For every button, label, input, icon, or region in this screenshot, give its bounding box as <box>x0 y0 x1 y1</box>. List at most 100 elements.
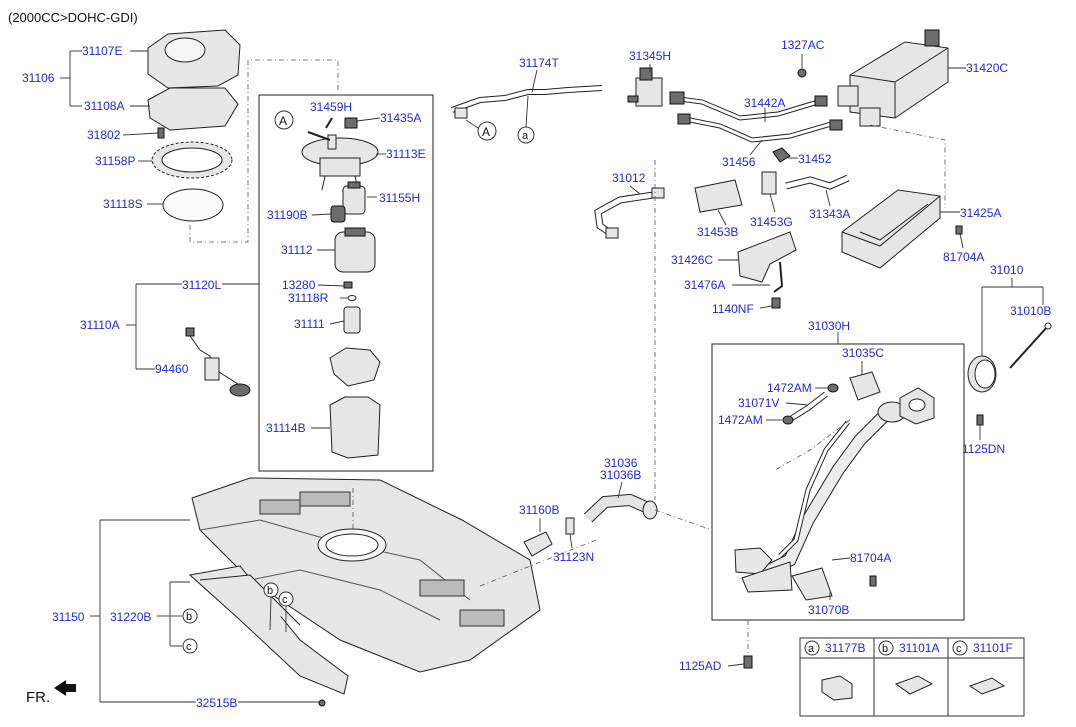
vapor-hose-31012[interactable] <box>594 187 665 239</box>
pump-bracket[interactable] <box>329 347 381 387</box>
label-31036: 31036 <box>604 456 638 470</box>
label-31036B: 31036B <box>600 468 641 482</box>
fuel-cap[interactable] <box>967 355 997 393</box>
label-31190B: 31190B <box>267 208 307 222</box>
callout-a-text: a <box>522 130 529 142</box>
label-31010B: 31010B <box>1010 304 1051 318</box>
callout-A-text: A <box>279 114 287 128</box>
label-31110A: 31110A <box>80 318 120 332</box>
vapor-hose-31343A[interactable] <box>785 174 850 190</box>
clamp-1472AM-2[interactable] <box>782 415 794 425</box>
cover-gasket[interactable] <box>147 87 239 131</box>
label-31112: 31112 <box>281 243 313 257</box>
label-31426C: 31426C <box>671 253 713 267</box>
legend-a: a 31177B <box>804 640 865 701</box>
label-31345H: 31345H <box>629 49 671 63</box>
label-31118S: 31118S <box>103 197 143 211</box>
cap-tether[interactable] <box>1009 325 1049 369</box>
label-31174T: 31174T <box>519 56 559 70</box>
callout-b-text-2: b <box>186 611 192 623</box>
callout-c-text-2: c <box>186 641 192 653</box>
oring-13280[interactable] <box>343 281 353 289</box>
label-31150: 31150 <box>52 610 85 624</box>
label-31158P: 31158P <box>95 154 135 168</box>
bracket-31453B[interactable] <box>694 179 743 213</box>
fuel-pump-motor[interactable] <box>343 306 361 334</box>
label-13280: 13280 <box>282 278 316 292</box>
callout-A-circle <box>274 110 294 130</box>
bolt-1125AD[interactable] <box>743 655 753 669</box>
canister-cover-31425A[interactable] <box>841 189 941 269</box>
reservoir-cup[interactable] <box>329 396 381 459</box>
bolt-1125DN[interactable] <box>976 414 984 426</box>
purge-valve-31345H[interactable] <box>627 67 663 107</box>
valve-31123N[interactable] <box>565 517 575 535</box>
legend-c-part: 31101F <box>973 641 1013 655</box>
vapor-hose-31174T[interactable] <box>450 85 603 119</box>
label-31118R: 31118R <box>288 291 329 305</box>
label-1125DN: 1125DN <box>962 442 1005 456</box>
bolt-81704A-top[interactable] <box>955 225 963 235</box>
callout-b-text: b <box>267 585 273 597</box>
label-1472AM-1: 1472AM <box>767 381 812 395</box>
bracket-31426C[interactable] <box>737 231 797 283</box>
engine-spec-text: (2000CC>DOHC-GDI) <box>8 10 138 25</box>
pump-flange[interactable] <box>301 131 379 191</box>
legend-a-part: 31177B <box>825 641 865 655</box>
front-indicator-text: FR. <box>26 689 50 706</box>
legend-b-part: 31101A <box>899 641 939 655</box>
label-31459H: 31459H <box>310 100 352 114</box>
valve-31160B[interactable] <box>523 531 553 557</box>
label-32515B: 32515B <box>196 696 237 710</box>
pressure-regulator[interactable] <box>342 181 366 215</box>
canister-31420C[interactable] <box>837 29 949 127</box>
label-31010: 31010 <box>990 263 1024 277</box>
legend-c: c 31101F <box>952 640 1013 695</box>
label-31070B: 31070B <box>808 603 849 617</box>
label-81704A-top: 81704A <box>943 250 984 264</box>
callout-A-text-2: A <box>482 125 490 139</box>
filter-31190B[interactable] <box>330 205 346 223</box>
label-81704A-bot: 81704A <box>850 551 891 565</box>
fuel-level-sender[interactable] <box>185 327 251 397</box>
valve-31453G[interactable] <box>761 171 777 195</box>
bracket-31035C[interactable] <box>849 371 881 401</box>
label-31071V: 31071V <box>738 396 779 410</box>
pump-gasket[interactable] <box>162 188 224 222</box>
bolt-1140NF[interactable] <box>771 297 781 309</box>
legend-b: b 31101A <box>878 640 939 695</box>
pin-31459H[interactable] <box>325 117 333 129</box>
bolt-31802[interactable] <box>157 127 165 139</box>
oring-31118R[interactable] <box>347 295 357 301</box>
filler-neck-31070B[interactable] <box>734 387 935 601</box>
label-31160B: 31160B <box>519 503 559 517</box>
filler-hose-31036B[interactable] <box>583 493 658 523</box>
vapor-tube-31442A[interactable] <box>669 91 843 143</box>
label-1472AM-2: 1472AM <box>718 413 763 427</box>
label-31442A: 31442A <box>744 96 785 110</box>
label-31476A: 31476A <box>684 278 725 292</box>
label-31802: 31802 <box>87 128 121 142</box>
label-31106: 31106 <box>22 71 55 85</box>
label-31456: 31456 <box>722 155 756 169</box>
pad-31101F <box>968 677 1006 695</box>
callout-c-text: c <box>282 594 288 606</box>
label-31452: 31452 <box>798 152 832 166</box>
harness-31476A[interactable] <box>773 261 784 293</box>
label-31120L: 31120L <box>182 278 221 292</box>
bolt-81704A-bot[interactable] <box>869 575 877 587</box>
fuel-filter[interactable] <box>334 227 376 273</box>
label-31113E: 31113E <box>386 147 426 161</box>
label-31420C: 31420C <box>966 61 1008 75</box>
label-31343A: 31343A <box>809 207 850 221</box>
label-31107E: 31107E <box>82 44 122 58</box>
connector-31435A[interactable] <box>344 117 358 129</box>
clamp-1472AM-1[interactable] <box>827 383 839 393</box>
label-1125AD: 1125AD <box>679 659 722 673</box>
nut-1327AC[interactable] <box>797 68 807 78</box>
clip-31452[interactable] <box>772 147 791 163</box>
front-arrow-icon <box>54 680 76 696</box>
legend-b-letter: b <box>882 643 888 655</box>
clip-31177B <box>821 675 853 701</box>
label-31114B: 31114B <box>266 421 306 435</box>
